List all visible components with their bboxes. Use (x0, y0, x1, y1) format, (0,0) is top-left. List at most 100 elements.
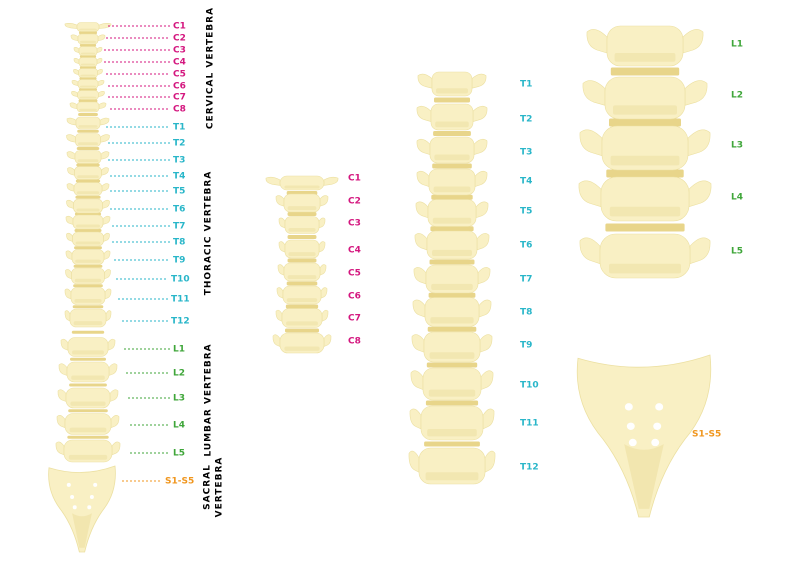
spine-label-t1: T1 (173, 123, 185, 133)
lumbar-label-l3: L3 (731, 141, 743, 151)
spine-label-t11: T11 (171, 295, 190, 305)
spine-label-t9: T9 (173, 256, 185, 266)
spine-disc (75, 195, 101, 199)
thoracic-vertebra-t11 (409, 405, 495, 441)
lumbar-disc (605, 223, 685, 232)
spine-label-t6: T6 (173, 205, 185, 215)
spine-vertebra-c5 (73, 68, 103, 78)
spine-label-c3: C3 (173, 46, 186, 56)
cervical-label-c3: C3 (348, 219, 361, 229)
sacrum-detail (576, 354, 712, 518)
lumbar-label-l1: L1 (731, 40, 743, 50)
spine-disc (75, 179, 101, 183)
thoracic-label-t5: T5 (520, 207, 532, 217)
spine-vertebra-c1 (64, 22, 112, 32)
spine-disc (68, 409, 108, 413)
lumbar-vertebra-l1 (586, 25, 704, 67)
spine-label-t5: T5 (173, 187, 185, 197)
spine-disc (76, 147, 100, 150)
spine-vertebra-t8 (66, 231, 110, 247)
sacral-foramen (655, 403, 664, 411)
cervical-disc (285, 304, 319, 309)
sacral-foramen (628, 438, 637, 447)
spine-vertebra-c6 (71, 79, 105, 89)
spine-label-c4: C4 (173, 58, 186, 68)
cervical-disc (287, 258, 317, 263)
spine-disc (79, 43, 97, 47)
spine-vertebra-l3 (57, 387, 119, 409)
thoracic-vertebra-t8 (412, 297, 492, 327)
section-label-cervical: CERVICAL VERTEBRA (206, 7, 216, 129)
cervical-label-c4: C4 (348, 246, 361, 256)
thoracic-label-t1: T1 (520, 80, 532, 90)
cervical-vertebra-c2 (275, 193, 329, 213)
sacral-foramen (87, 505, 92, 510)
thoracic-vertebra-t5 (415, 199, 489, 227)
lumbar-vertebra-l4 (578, 176, 712, 222)
sacral-foramen (624, 403, 633, 411)
spine-vertebra-l2 (58, 361, 118, 383)
thoracic-disc (425, 400, 479, 406)
cervical-vertebra-c1 (265, 175, 339, 191)
section-label-sacral-1: SACRAL (203, 464, 213, 510)
thoracic-disc (433, 131, 471, 136)
spine-label-c7: C7 (173, 93, 186, 103)
spine-vertebra-l4 (56, 413, 120, 435)
spine-disc (73, 264, 103, 268)
sacrum-label: S1-S5 (692, 430, 721, 440)
spine-vertebra-t4 (67, 166, 109, 180)
sacral-foramen (626, 422, 635, 430)
spine-disc (76, 163, 100, 167)
thoracic-vertebra-t12 (408, 447, 496, 485)
spine-label-c1: C1 (173, 22, 186, 32)
cervical-vertebra-c4 (278, 239, 326, 259)
spine-label-l1: L1 (173, 345, 185, 355)
spine-vertebra-c7 (71, 90, 105, 100)
thoracic-disc (424, 441, 480, 447)
spine-vertebra-c3 (73, 46, 103, 56)
cervical-vertebra-c7 (275, 308, 329, 328)
spine-vertebra-l1 (60, 337, 116, 357)
thoracic-disc (434, 97, 470, 103)
spine-disc (71, 330, 105, 334)
cervical-disc (287, 235, 317, 239)
thoracic-disc (427, 326, 477, 332)
lumbar-vertebra-l3 (579, 125, 711, 171)
lumbar-disc (610, 67, 680, 76)
spine-label-s1-s5: S1-S5 (165, 477, 194, 487)
lumbar-label-l5: L5 (731, 247, 743, 257)
spine-vertebra-c2 (70, 33, 106, 45)
spine-vertebra-t2 (66, 133, 110, 147)
spine-label-t7: T7 (173, 222, 185, 232)
thoracic-disc (432, 163, 472, 169)
sacral-foramen (651, 438, 660, 447)
cervical-vertebra-c3 (278, 216, 326, 234)
thoracic-label-t3: T3 (520, 148, 532, 158)
lumbar-label-l4: L4 (731, 193, 743, 203)
thoracic-vertebra-t2 (416, 103, 488, 131)
thoracic-label-t6: T6 (520, 241, 532, 251)
section-label-sacral-2: VERTEBRA (215, 457, 225, 518)
thoracic-label-t4: T4 (520, 177, 532, 187)
spine-vertebra-t6 (66, 198, 110, 214)
thoracic-label-t10: T10 (520, 381, 539, 391)
spine-label-c6: C6 (173, 82, 186, 92)
lumbar-vertebra-l5 (579, 233, 711, 279)
thoracic-label-t12: T12 (520, 463, 539, 473)
thoracic-disc (429, 259, 475, 265)
sacral-foramen (66, 482, 71, 487)
spine-label-t4: T4 (173, 172, 185, 182)
thoracic-vertebra-t9 (411, 331, 493, 363)
thoracic-disc (428, 292, 476, 298)
full-spine-labels: C1C2C3C4C5C6C7C8T1T2T3T4T5T6T7T8T9T10T11… (104, 22, 194, 487)
full-spine-column (48, 22, 121, 553)
spine-label-t2: T2 (173, 139, 185, 149)
spine-disc (74, 246, 102, 250)
spine-vertebra-t3 (66, 150, 110, 164)
cervical-label-c7: C7 (348, 314, 361, 324)
spine-disc (73, 284, 103, 288)
cervical-label-c5: C5 (348, 269, 361, 279)
sacral-foramen (653, 422, 662, 430)
